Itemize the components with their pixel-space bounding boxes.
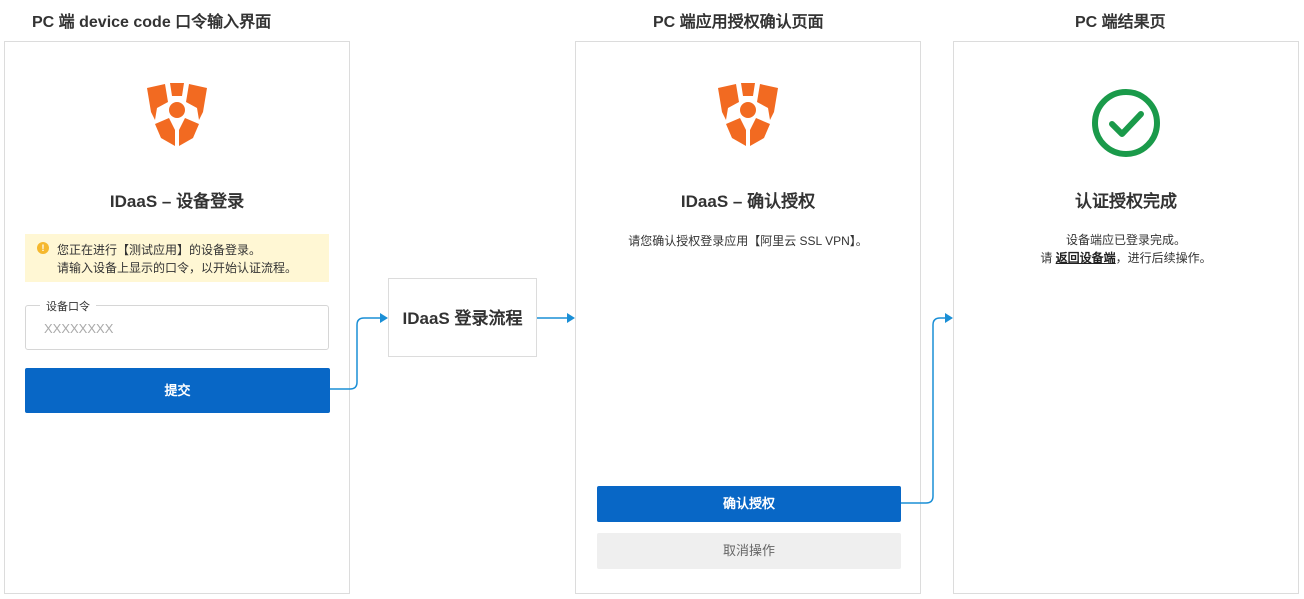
result-line-2: 请 返回设备端，进行后续操作。 <box>954 249 1298 267</box>
warning-circle-icon: ! <box>37 242 49 254</box>
idaas-shield-logo-icon <box>147 83 207 146</box>
return-to-device-link[interactable]: 返回设备端 <box>1055 251 1116 265</box>
column-title-device-code: PC 端 device code 口令输入界面 <box>32 14 272 31</box>
column-title-result: PC 端结果页 <box>1075 14 1166 31</box>
result-title: 认证授权完成 <box>1075 192 1177 211</box>
column-title-authorize: PC 端应用授权确认页面 <box>653 14 824 31</box>
submit-button[interactable]: 提交 <box>25 368 330 413</box>
notice-line-2: 请输入设备上显示的口令，以开始认证流程。 <box>57 261 298 275</box>
arrowhead-authorize <box>567 313 575 323</box>
idaas-shield-logo-icon <box>718 83 778 146</box>
authorize-message: 请您确认授权登录应用【阿里云 SSL VPN】。 <box>628 234 868 248</box>
device-code-input[interactable] <box>44 321 304 336</box>
result-panel: 认证授权完成 设备端应已登录完成。 请 返回设备端，进行后续操作。 <box>953 41 1299 594</box>
result-line-2-prefix: 请 <box>1040 251 1056 265</box>
device-code-field[interactable]: 设备口令 <box>25 298 329 350</box>
arrowhead-result <box>945 313 953 323</box>
login-notice: ! 您正在进行【测试应用】的设备登录。 请输入设备上显示的口令，以开始认证流程。 <box>25 234 329 282</box>
device-login-panel: IDaaS – 设备登录 ! 您正在进行【测试应用】的设备登录。 请输入设备上显… <box>4 41 350 594</box>
result-line-1: 设备端应已登录完成。 <box>1065 233 1186 247</box>
notice-line-1: 您正在进行【测试应用】的设备登录。 <box>57 243 262 257</box>
device-login-title: IDaaS – 设备登录 <box>109 192 245 211</box>
arrowhead-flow <box>380 313 388 323</box>
authorize-title: IDaaS – 确认授权 <box>680 192 816 211</box>
idaas-login-flow-box: IDaaS 登录流程 <box>388 278 537 357</box>
device-code-label: 设备口令 <box>40 298 96 314</box>
cancel-button[interactable]: 取消操作 <box>597 533 901 569</box>
result-line-2-suffix: ，进行后续操作。 <box>1115 251 1212 265</box>
authorize-panel: IDaaS – 确认授权 请您确认授权登录应用【阿里云 SSL VPN】。 确认… <box>575 41 921 594</box>
check-circle-icon <box>1092 89 1160 157</box>
confirm-authorize-button[interactable]: 确认授权 <box>597 486 901 522</box>
